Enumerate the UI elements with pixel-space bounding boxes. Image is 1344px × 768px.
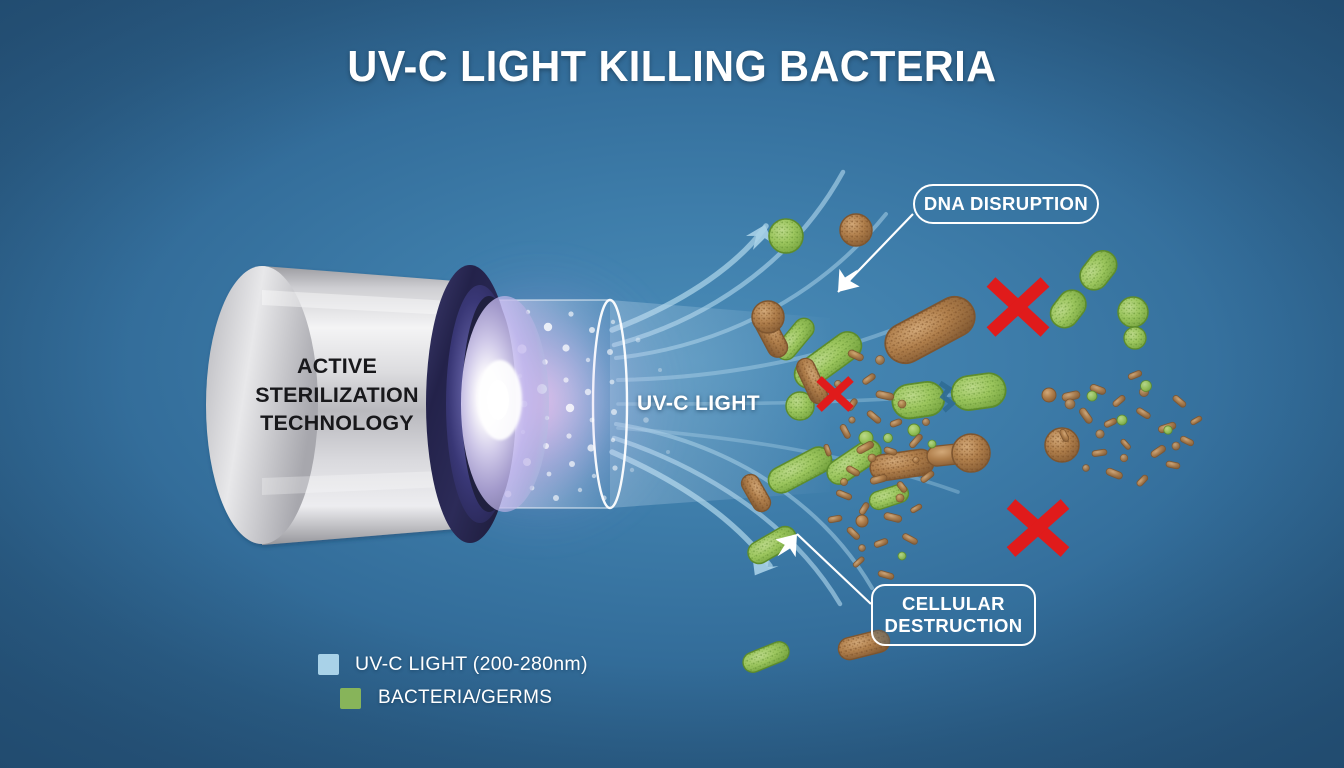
bacterium-green-coccus bbox=[1117, 296, 1149, 328]
callout-dna-disruption[interactable]: DNA DISRUPTION bbox=[913, 184, 1099, 224]
uv-beam-label: UV-C LIGHT bbox=[637, 392, 760, 415]
bacterium-green-rod bbox=[826, 439, 882, 485]
callout-cellular-label-line-2: DESTRUCTION bbox=[884, 615, 1023, 636]
bacterium-brown-rod bbox=[740, 473, 772, 513]
bacterium-green-coccus bbox=[907, 423, 921, 437]
legend-item-bacteria: BACTERIA/GERMS bbox=[340, 682, 588, 714]
bacteria-debris-green-dots bbox=[883, 380, 1173, 561]
bacterium-green-rod bbox=[747, 525, 797, 565]
bacterium-brown-coccus bbox=[951, 433, 991, 473]
bacterium-green-rod bbox=[868, 483, 910, 511]
kill-mark-1 bbox=[986, 277, 1050, 337]
kill-mark-3 bbox=[1006, 499, 1070, 557]
legend-item-uv-light: UV-C LIGHT (200-280nm) bbox=[318, 648, 588, 680]
legend-swatch-uv-light bbox=[318, 653, 339, 675]
bacterium-green-rod-split bbox=[891, 372, 1007, 420]
bacterium-green-coccus bbox=[1123, 326, 1147, 350]
uv-ray-arrow-up bbox=[745, 224, 774, 250]
callout-dna-label: DNA DISRUPTION bbox=[923, 193, 1089, 215]
bacterium-green-coccus bbox=[785, 391, 815, 421]
kill-mark-2 bbox=[816, 376, 854, 412]
callout-cellular-label-line-1: CELLULAR bbox=[902, 593, 1005, 615]
bacterium-brown-coccus bbox=[751, 300, 785, 334]
bacterium-green-coccus bbox=[768, 218, 804, 254]
legend-swatch-bacteria bbox=[340, 687, 361, 709]
callout-leader-lines bbox=[775, 213, 914, 605]
device-left-cap bbox=[206, 266, 318, 544]
bacteria-debris bbox=[823, 349, 1203, 580]
legend-label-bacteria: BACTERIA/GERMS bbox=[378, 687, 553, 708]
bacterium-brown-coccus bbox=[855, 514, 869, 528]
bacterium-brown-rod bbox=[884, 295, 976, 365]
lamp-glow-face bbox=[461, 296, 549, 512]
kill-marks-group bbox=[816, 277, 1070, 557]
leader-arrow-dna bbox=[838, 268, 860, 292]
bacterium-green-rod-split bbox=[1049, 249, 1118, 329]
legend-label-uv-light: UV-C LIGHT (200-280nm) bbox=[355, 652, 588, 675]
leader-arrow-cellular bbox=[775, 534, 797, 558]
uv-ray-arrowheads bbox=[745, 224, 779, 576]
leader-line-cellular bbox=[796, 533, 872, 605]
bacteria-field bbox=[740, 213, 1203, 673]
uv-lamp-device bbox=[206, 266, 468, 545]
page-title: UV-C LIGHT KILLING BACTERIA bbox=[347, 42, 997, 91]
bacterium-brown-coccus bbox=[1044, 427, 1080, 463]
bacterium-green-rod bbox=[742, 641, 790, 673]
legend: UV-C LIGHT (200-280nm) BACTERIA/GERMS bbox=[318, 648, 588, 714]
bacterium-brown-coccus bbox=[1041, 387, 1057, 403]
uv-ray-arrow-down bbox=[752, 553, 779, 576]
callout-cellular-destruction[interactable]: CELLULAR DESTRUCTION bbox=[871, 584, 1036, 646]
bacterium-brown-coccus bbox=[839, 213, 873, 247]
